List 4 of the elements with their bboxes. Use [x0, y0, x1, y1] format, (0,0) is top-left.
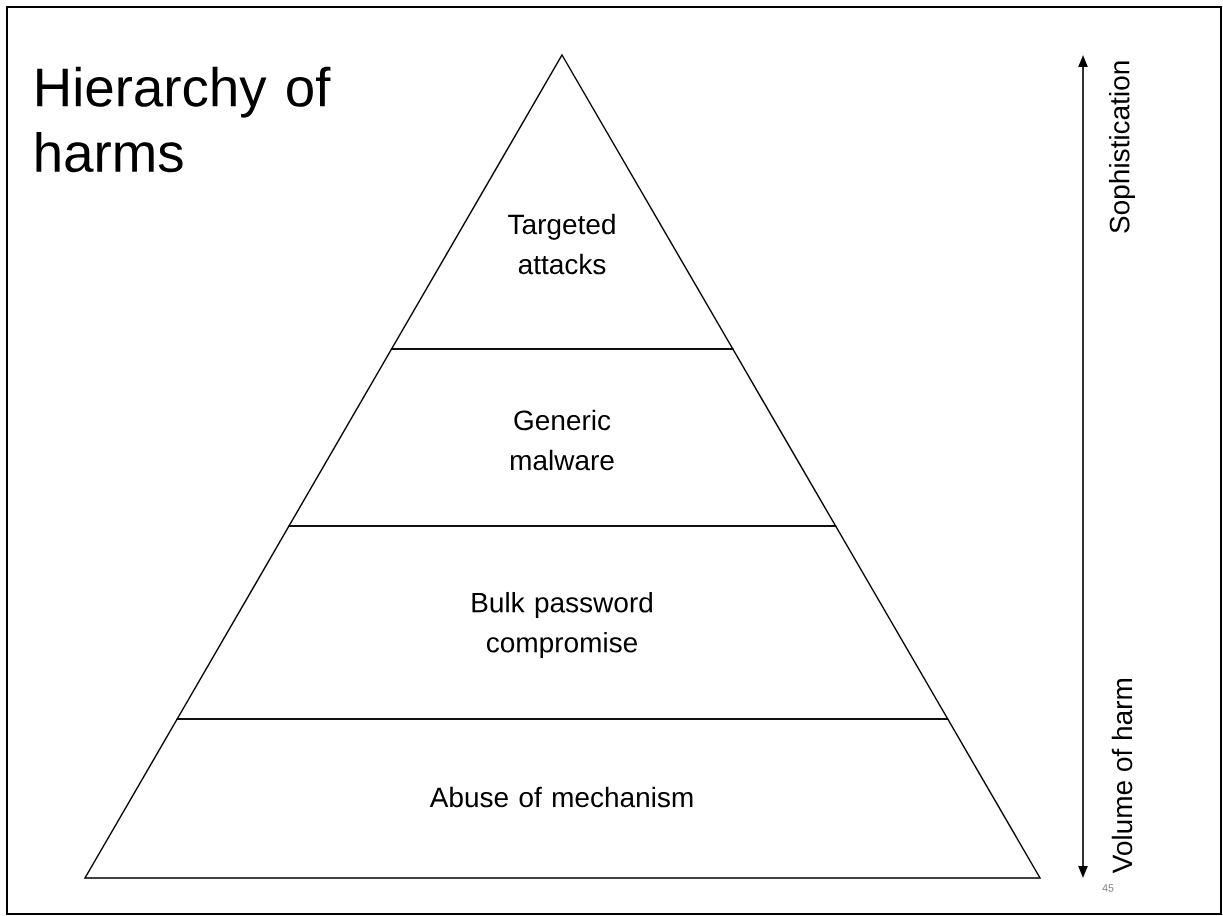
page-number: 45 [1102, 884, 1114, 892]
axis-label: Sophistication [1108, 61, 1136, 233]
axis-label: Volume of harm [1111, 679, 1133, 874]
title: Hierarchy of harms [36, 66, 331, 173]
